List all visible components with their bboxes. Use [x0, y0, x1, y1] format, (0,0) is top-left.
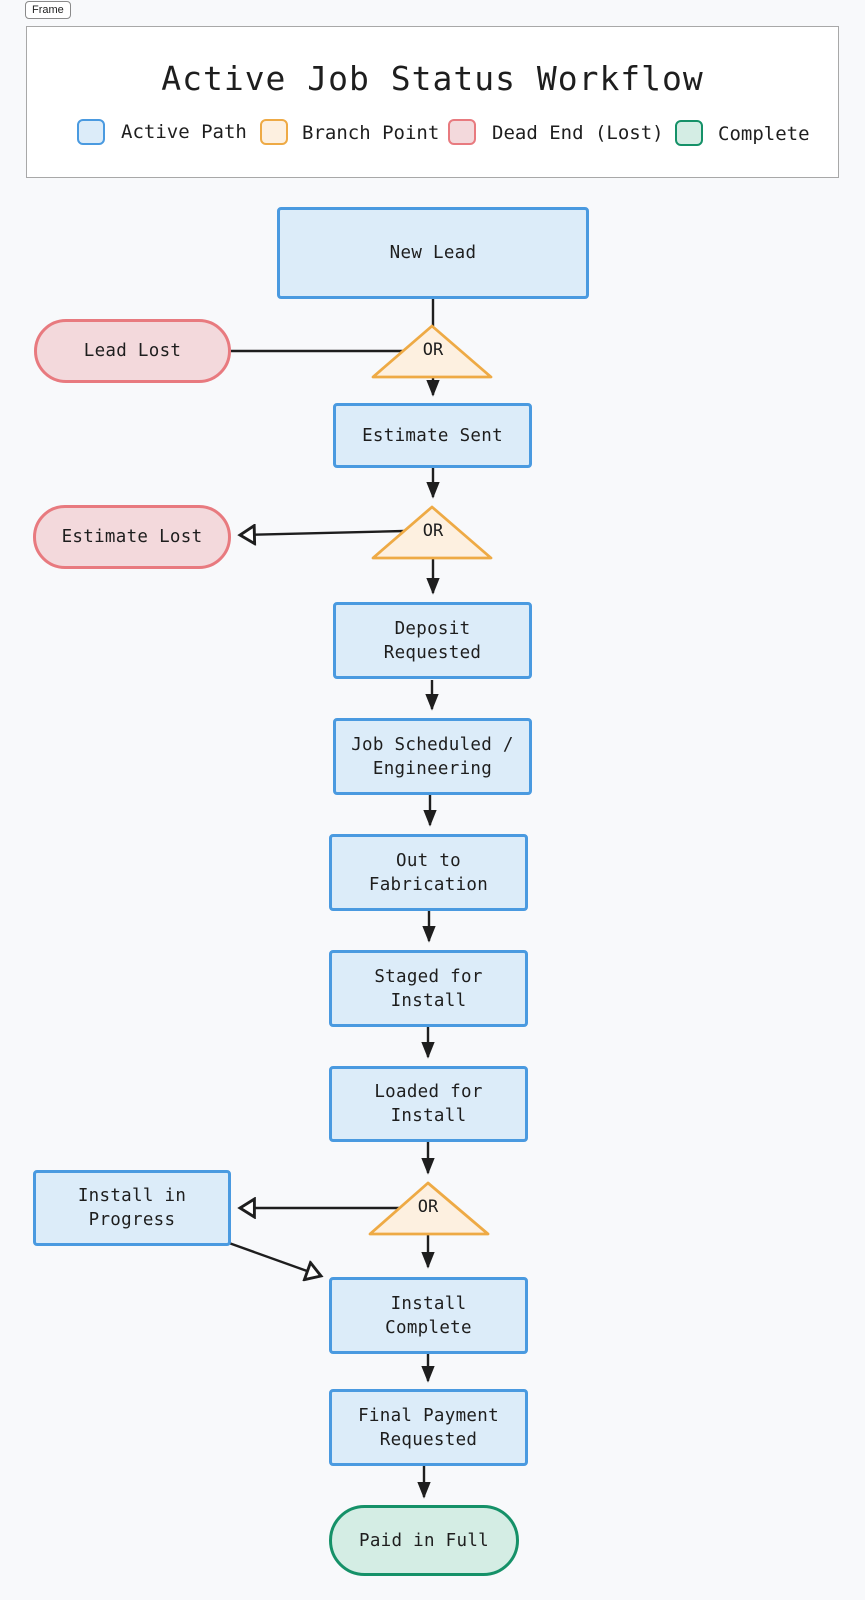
branch-point-2-label: OR: [422, 521, 444, 541]
node-staged-for-install: Staged for Install: [329, 950, 528, 1027]
legend-panel: Active Job Status Workflow Active Path B…: [26, 26, 839, 178]
node-lead-lost: Lead Lost: [34, 319, 231, 383]
legend-swatch-branch-icon: [260, 119, 288, 145]
node-new-lead: New Lead: [277, 207, 589, 299]
node-paid-in-full: Paid in Full: [329, 1505, 519, 1576]
legend-swatch-dead-end-icon: [448, 119, 476, 145]
legend-label-branch: Branch Point: [302, 122, 440, 144]
legend-swatch-complete-icon: [675, 120, 703, 146]
node-loaded-for-install: Loaded for Install: [329, 1066, 528, 1142]
legend-swatch-active-icon: [77, 119, 105, 145]
legend-label-dead-end: Dead End (Lost): [492, 122, 664, 144]
node-final-payment-requested: Final Payment Requested: [329, 1389, 528, 1466]
branch-point-2-icon: [371, 505, 493, 560]
node-deposit-requested: Deposit Requested: [333, 602, 532, 679]
connector-install-in-progress-to-install-complete: [228, 1241, 321, 1276]
branch-point-3-icon: [368, 1181, 490, 1236]
branch-point-3-label: OR: [417, 1197, 439, 1217]
node-install-in-progress: Install in Progress: [33, 1170, 231, 1246]
node-job-scheduled: Job Scheduled / Engineering: [333, 718, 532, 795]
node-estimate-lost: Estimate Lost: [33, 505, 231, 569]
branch-point-1-label: OR: [422, 340, 444, 360]
node-out-to-fabrication: Out to Fabrication: [329, 834, 528, 911]
legend-label-active: Active Path: [121, 121, 247, 143]
node-install-complete: Install Complete: [329, 1277, 528, 1354]
legend-label-complete: Complete: [718, 123, 810, 145]
diagram-title: Active Job Status Workflow: [161, 59, 704, 98]
frame-label: Frame: [25, 1, 71, 19]
node-estimate-sent: Estimate Sent: [333, 403, 532, 468]
branch-point-1-icon: [371, 324, 493, 379]
connector-or2-to-estimate-lost: [240, 531, 405, 535]
